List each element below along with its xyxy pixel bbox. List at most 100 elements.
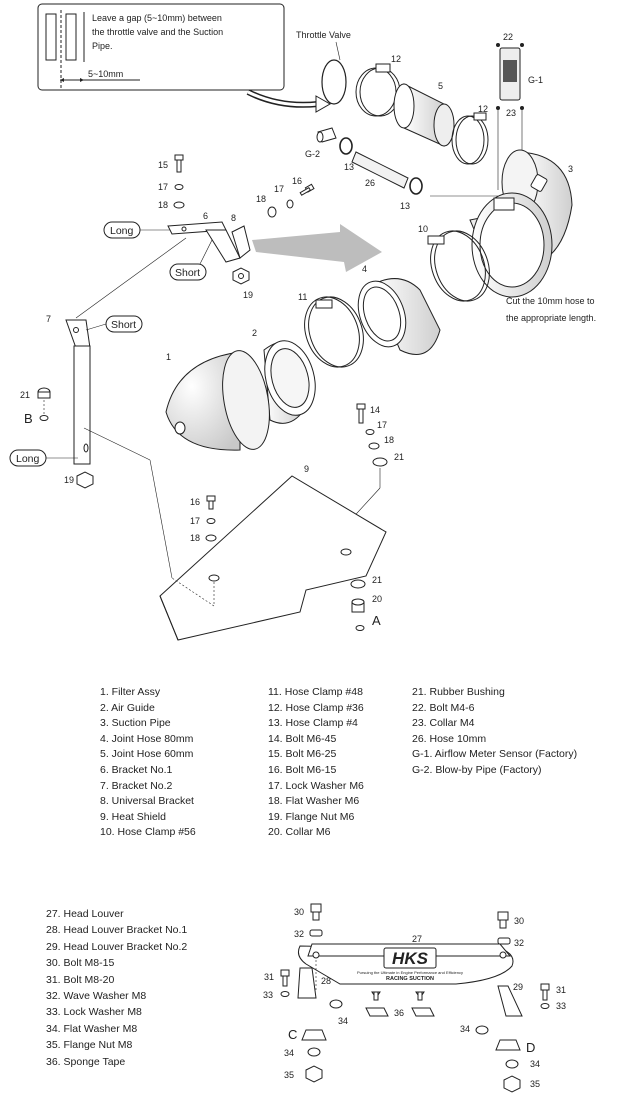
- parts-item: 9. Heat Shield: [100, 810, 166, 823]
- callout-20: 20: [372, 594, 382, 604]
- parts-item: 27. Head Louver: [46, 908, 124, 920]
- marker-a: A: [372, 613, 381, 628]
- callout-23: 23: [506, 108, 516, 118]
- sponge-tape-36: [365, 991, 435, 1017]
- callout-21: 21: [20, 390, 30, 400]
- parts-item: 32. Wave Washer M8: [46, 990, 147, 1003]
- parts-item: 28. Head Louver Bracket No.1: [46, 924, 188, 937]
- air-guide-2: [263, 340, 316, 424]
- callout-34: 34: [338, 1016, 348, 1026]
- callout-5: 5: [438, 81, 443, 91]
- parts-item: 19. Flange Nut M6: [268, 810, 355, 823]
- short-tag-1: [169, 263, 207, 281]
- callout-12b: 12: [478, 104, 488, 114]
- throttle-valve-label: Throttle Valve: [296, 30, 351, 40]
- callout-2: 2: [252, 328, 257, 338]
- callout-34b: 34: [460, 1024, 470, 1034]
- parts-item: 23. Collar M4: [412, 717, 475, 730]
- callout-3: 3: [568, 164, 573, 174]
- flange-nut-19b: [76, 471, 94, 489]
- callout-19: 19: [243, 290, 253, 300]
- callout-10: 10: [418, 224, 428, 234]
- parts-item: 31. Bolt M8-20: [46, 973, 115, 986]
- bolt-14: [356, 403, 366, 424]
- joint-hose-5: [393, 83, 455, 147]
- bolt-30: [310, 903, 509, 929]
- parts-item: 30. Bolt M8-15: [46, 957, 115, 970]
- short-label-1: Short: [175, 267, 200, 279]
- callout-28: 28: [321, 976, 331, 986]
- long-label-1: Long: [110, 225, 134, 237]
- callout-31b: 31: [556, 985, 566, 995]
- callout-17c: 17: [377, 420, 387, 430]
- callout-13: 13: [344, 162, 354, 172]
- parts-item: 22. Bolt M4-6: [412, 701, 475, 714]
- parts-item: 26. Hose 10mm: [412, 732, 487, 745]
- callout-33b: 33: [556, 1001, 566, 1011]
- direction-arrow: [252, 224, 382, 272]
- flat-washer-18c: [368, 442, 380, 450]
- parts-item: 11. Hose Clamp #48: [268, 686, 363, 698]
- gap-detail-inset: 5~10mm Leave a gap (5~10mm) between the …: [37, 3, 285, 91]
- hose-clamp-12-lower: [451, 112, 489, 165]
- bolt-16b: [206, 495, 216, 510]
- joint-hose-4: [357, 278, 441, 355]
- lock-washer-17: [174, 184, 184, 190]
- callout-g1: G-1: [528, 75, 543, 85]
- marker-d: D: [526, 1040, 535, 1055]
- callout-8: 8: [231, 213, 236, 223]
- callout-7: 7: [46, 314, 51, 324]
- short-label-2: Short: [111, 319, 136, 331]
- parts-item: 1. Filter Assy: [100, 686, 161, 698]
- louver-racing-text: RACING SUCTION: [386, 976, 434, 982]
- gap-note-line-1: Leave a gap (5~10mm) between: [92, 13, 222, 23]
- parts-item: 2. Air Guide: [100, 701, 155, 714]
- parts-list-louver: 27. Head Louver 28. Head Louver Bracket …: [46, 906, 187, 1070]
- callout-26: 26: [365, 178, 375, 188]
- callout-17: 17: [158, 182, 168, 192]
- parts-item: 10. Hose Clamp #56: [100, 826, 196, 839]
- parts-item: 36. Sponge Tape: [46, 1055, 126, 1068]
- parts-item: 4. Joint Hose 80mm: [100, 732, 194, 745]
- callout-9: 9: [304, 464, 309, 474]
- callout-21b: 21: [394, 452, 404, 462]
- airflow-sensor-g1: [496, 43, 524, 190]
- hose-clamp-10: [427, 230, 490, 302]
- rubber-bushing-21c: [350, 579, 366, 589]
- bracket-c-detail: [301, 1029, 327, 1041]
- parts-item: 34. Flat Washer M8: [46, 1022, 138, 1035]
- louver-bracket-28: [297, 960, 317, 999]
- gap-dimension: 5~10mm: [88, 69, 123, 79]
- hose-note-line-1: Cut the 10mm hose to: [506, 296, 595, 306]
- wave-washer-32: [309, 929, 323, 937]
- bolt-15: [174, 154, 184, 173]
- callout-6: 6: [203, 211, 208, 221]
- callout-21c: 21: [372, 575, 382, 585]
- callout-14: 14: [370, 405, 380, 415]
- bracket-6: [167, 221, 241, 263]
- callout-31: 31: [264, 972, 274, 982]
- gap-note-line-2: the throttle valve and the Suction: [92, 27, 223, 37]
- callout-29: 29: [513, 982, 523, 992]
- bolt-16: [299, 183, 315, 196]
- parts-item: 7. Bracket No.2: [100, 779, 173, 792]
- parts-item: 6. Bracket No.1: [100, 763, 173, 776]
- callout-18c: 18: [384, 435, 394, 445]
- callout-13b: 13: [400, 201, 410, 211]
- parts-item: 14. Bolt M6-45: [268, 732, 337, 745]
- suction-pipe-3: [469, 149, 573, 298]
- bolt-31: [280, 969, 550, 1001]
- marker-b: B: [24, 411, 33, 426]
- callout-30: 30: [294, 907, 304, 917]
- flange-nut-35: [305, 1065, 521, 1093]
- parts-item: 29. Head Louver Bracket No.2: [46, 940, 188, 953]
- callout-18: 18: [158, 200, 168, 210]
- parts-item: 18. Flat Washer M6: [268, 795, 360, 808]
- universal-bracket-8: [231, 225, 251, 259]
- callout-12: 12: [391, 54, 401, 64]
- callout-16b: 16: [190, 497, 200, 507]
- parts-item: 33. Lock Washer M8: [46, 1006, 142, 1019]
- bracket-d-detail: [495, 1039, 521, 1051]
- callout-34c: 34: [284, 1048, 294, 1058]
- collar-20: [351, 598, 365, 613]
